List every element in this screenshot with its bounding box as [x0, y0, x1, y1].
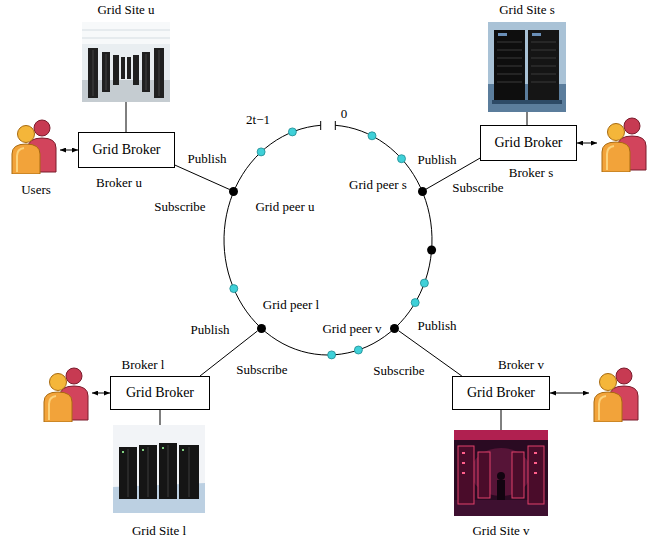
ring-peer-dot: [427, 246, 436, 255]
grid-broker-box: Grid BrokerBroker s: [480, 125, 577, 161]
grid-peer-dot: Grid peer s: [418, 187, 427, 196]
ring-end-label: 0: [340, 107, 349, 121]
node-name-label: Broker u: [96, 176, 142, 190]
ring-node-dots: [230, 128, 429, 359]
grid-peer-dot: Grid peer l: [257, 324, 266, 333]
node-name-label: Grid peer u: [255, 200, 314, 214]
site-photo: [454, 430, 548, 516]
users-icon-frame: Users: [8, 118, 60, 174]
node-name-label: Grid Site l: [132, 524, 186, 538]
ring-end-label: 2t−1: [245, 113, 271, 127]
node-name-label: Grid peer l: [263, 298, 319, 312]
grid-broker-box: Grid BrokerBroker l: [110, 376, 210, 410]
site-photo: [82, 22, 170, 102]
subscribe-label: Subscribe: [451, 181, 504, 195]
subscribe-label: Subscribe: [235, 363, 288, 377]
users-icon: [12, 120, 56, 174]
node-name-label: Users: [21, 183, 51, 197]
grid-broker-box: Grid BrokerBroker v: [452, 376, 550, 410]
connector-line: [175, 165, 230, 189]
connector-line: [160, 410, 161, 425]
site-photo-frame: Grid Site s: [488, 22, 566, 112]
publish-label: Publish: [416, 319, 457, 333]
grid-peer-dot: Grid peer u: [229, 187, 238, 196]
node-name-label: Grid Site v: [472, 524, 529, 538]
node-name-label: Broker s: [509, 166, 553, 180]
ring-end-tick: [335, 121, 336, 130]
connector-line: [126, 102, 127, 132]
node-name-label: Broker l: [122, 358, 165, 372]
box-text: Grid Broker: [126, 385, 194, 400]
overlay-ring: [224, 125, 432, 355]
subscribe-label: Subscribe: [153, 200, 206, 214]
connector-line: [60, 150, 78, 151]
publish-label: Publish: [416, 153, 457, 167]
site-photo: [113, 425, 205, 513]
subscribe-label: Subscribe: [372, 364, 425, 378]
user-arrow: [577, 143, 597, 144]
users-icon: [44, 368, 88, 422]
connector-line: [501, 410, 502, 430]
ring-end-tick: [320, 121, 321, 130]
site-photo-frame: Grid Site v: [454, 430, 548, 516]
node-name-label: Grid peer v: [322, 322, 381, 336]
node-name-label: Grid Site s: [499, 3, 555, 17]
grid-peer-dot: Grid peer v: [390, 324, 399, 333]
users-icon: [594, 368, 638, 422]
user-arrow: [550, 393, 589, 394]
site-photo-frame: Grid Site l: [113, 425, 205, 513]
box-text: Grid Broker: [494, 135, 562, 150]
box-text: Grid Broker: [467, 385, 535, 400]
users-icon: [602, 118, 646, 172]
publish-label: Publish: [189, 323, 230, 337]
user-arrow: [92, 393, 110, 394]
publish-label: Publish: [186, 152, 227, 166]
node-name-label: Grid peer s: [349, 178, 407, 192]
site-photo: [488, 22, 566, 112]
connector-line: [527, 112, 528, 125]
box-text: Grid Broker: [92, 142, 160, 157]
grid-broker-box: Grid BrokerBroker u: [78, 132, 175, 168]
node-name-label: Broker v: [498, 358, 544, 372]
site-photo-frame: Grid Site u: [82, 22, 170, 102]
node-name-label: Grid Site u: [97, 3, 154, 17]
